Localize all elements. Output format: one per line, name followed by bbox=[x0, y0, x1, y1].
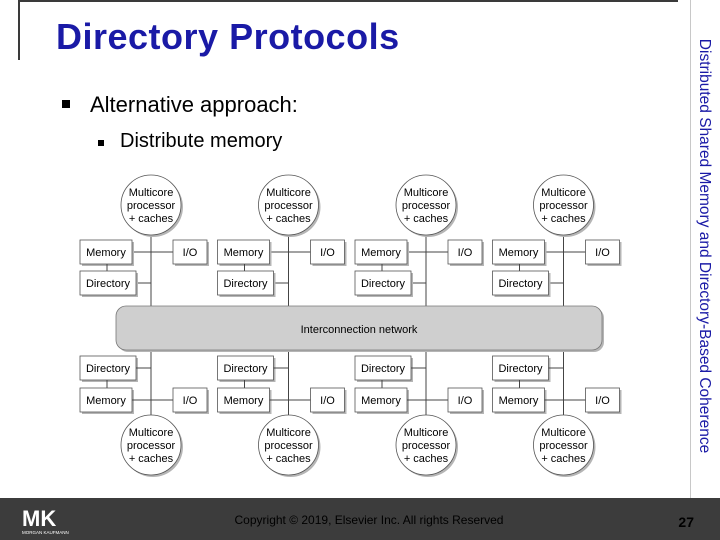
logo-mark: MK bbox=[22, 506, 56, 531]
top-processor-3-line3: + caches bbox=[404, 213, 449, 225]
bottom-processor-2 bbox=[258, 414, 319, 476]
bottom-io-1-label: I/O bbox=[183, 395, 198, 407]
bottom-processor-3 bbox=[395, 414, 457, 476]
top-processor-1-line2: processor bbox=[127, 200, 176, 212]
top-memory-4 bbox=[492, 239, 545, 265]
top-io-2-label: I/O bbox=[320, 247, 335, 259]
bottom-io-3-label: I/O bbox=[458, 395, 473, 407]
logo-subtext: MORGAN KAUFMANN bbox=[22, 530, 69, 535]
top-directory-1-label: Directory bbox=[86, 278, 131, 290]
bottom-directory-2-label: Directory bbox=[223, 363, 268, 375]
bottom-memory-4-label: Memory bbox=[499, 395, 539, 407]
publisher-logo: MK MORGAN KAUFMANN bbox=[22, 506, 69, 535]
top-directory-4 bbox=[492, 270, 549, 296]
top-processor-1-line3: + caches bbox=[129, 213, 174, 225]
bottom-memory-4 bbox=[492, 387, 545, 413]
bottom-io-1 bbox=[172, 387, 208, 413]
top-processor-4-line1: Multicore bbox=[541, 187, 586, 199]
bottom-io-4 bbox=[585, 387, 620, 413]
title-top-rule bbox=[18, 0, 678, 2]
bottom-directory-2 bbox=[217, 355, 274, 381]
bottom-directory-3-label: Directory bbox=[361, 363, 406, 375]
top-directory-4-label: Directory bbox=[498, 278, 543, 290]
bottom-directory-1-label: Directory bbox=[86, 363, 131, 375]
top-memory-2-label: Memory bbox=[224, 247, 264, 259]
top-directory-2-label: Directory bbox=[223, 278, 268, 290]
bottom-memory-2 bbox=[217, 387, 270, 413]
bottom-io-2-label: I/O bbox=[320, 395, 335, 407]
top-io-3 bbox=[447, 239, 483, 265]
top-directory-2 bbox=[217, 270, 274, 296]
bottom-processor-2-line2: processor bbox=[264, 440, 313, 452]
bullet-level2-text: Distribute memory bbox=[120, 130, 283, 152]
bottom-io-4-label: I/O bbox=[595, 395, 610, 407]
bullet-level1-text: Alternative approach: bbox=[90, 92, 298, 117]
top-io-2 bbox=[310, 239, 345, 265]
top-memory-3 bbox=[354, 239, 408, 265]
bottom-processor-3-line3: + caches bbox=[404, 453, 449, 465]
top-directory-1 bbox=[79, 270, 137, 296]
bottom-processor-2-line3: + caches bbox=[266, 453, 311, 465]
top-processor-2-line3: + caches bbox=[266, 213, 311, 225]
top-directory-3 bbox=[354, 270, 412, 296]
top-memory-3-label: Memory bbox=[361, 247, 401, 259]
top-processor-4 bbox=[533, 174, 594, 236]
bottom-memory-2-label: Memory bbox=[224, 395, 264, 407]
bottom-processor-1-line2: processor bbox=[127, 440, 176, 452]
slide-title: Directory Protocols bbox=[56, 16, 400, 57]
bottom-memory-3-label: Memory bbox=[361, 395, 401, 407]
bullet-square-icon bbox=[62, 100, 70, 108]
bottom-processor-1-line1: Multicore bbox=[129, 427, 174, 439]
top-processor-1-line1: Multicore bbox=[129, 187, 174, 199]
footer-bar bbox=[0, 498, 720, 540]
top-memory-1-label: Memory bbox=[86, 247, 126, 259]
top-processor-2-line2: processor bbox=[264, 200, 313, 212]
bullet-square-small-icon bbox=[98, 140, 104, 146]
top-processor-3 bbox=[395, 174, 457, 236]
top-memory-2 bbox=[217, 239, 270, 265]
bottom-processor-4 bbox=[533, 414, 594, 476]
top-processor-1 bbox=[120, 174, 182, 236]
bottom-io-3 bbox=[447, 387, 483, 413]
top-io-1-label: I/O bbox=[183, 247, 198, 259]
top-io-3-label: I/O bbox=[458, 247, 473, 259]
bottom-processor-3-line2: processor bbox=[402, 440, 451, 452]
bottom-directory-4 bbox=[492, 355, 549, 381]
top-processor-4-line3: + caches bbox=[541, 213, 586, 225]
bottom-processor-1 bbox=[120, 414, 182, 476]
top-io-1 bbox=[172, 239, 208, 265]
top-processor-2-line1: Multicore bbox=[266, 187, 311, 199]
top-io-4-label: I/O bbox=[595, 247, 610, 259]
bottom-directory-1 bbox=[79, 355, 137, 381]
interconnection-network-label: Interconnection network bbox=[301, 324, 418, 336]
page-number: 27 bbox=[678, 514, 694, 530]
side-title: Distributed Shared Memory and Directory-… bbox=[696, 38, 713, 454]
top-processor-4-line2: processor bbox=[539, 200, 588, 212]
top-memory-1 bbox=[79, 239, 133, 265]
top-io-4 bbox=[585, 239, 620, 265]
bottom-directory-4-label: Directory bbox=[498, 363, 543, 375]
side-title-panel bbox=[690, 0, 720, 498]
bottom-processor-4-line1: Multicore bbox=[541, 427, 586, 439]
top-processor-2 bbox=[258, 174, 319, 236]
bottom-processor-4-line3: + caches bbox=[541, 453, 586, 465]
top-processor-3-line1: Multicore bbox=[404, 187, 449, 199]
title-left-rule bbox=[18, 0, 20, 60]
bottom-processor-3-line1: Multicore bbox=[404, 427, 449, 439]
bottom-processor-1-line3: + caches bbox=[129, 453, 174, 465]
copyright-text: Copyright © 2019, Elsevier Inc. All righ… bbox=[234, 513, 504, 527]
top-directory-3-label: Directory bbox=[361, 278, 406, 290]
interconnection-network bbox=[115, 305, 603, 351]
top-processor-3-line2: processor bbox=[402, 200, 451, 212]
top-memory-4-label: Memory bbox=[499, 247, 539, 259]
bottom-processor-4-line2: processor bbox=[539, 440, 588, 452]
bottom-memory-1-label: Memory bbox=[86, 395, 126, 407]
bottom-processor-2-line1: Multicore bbox=[266, 427, 311, 439]
